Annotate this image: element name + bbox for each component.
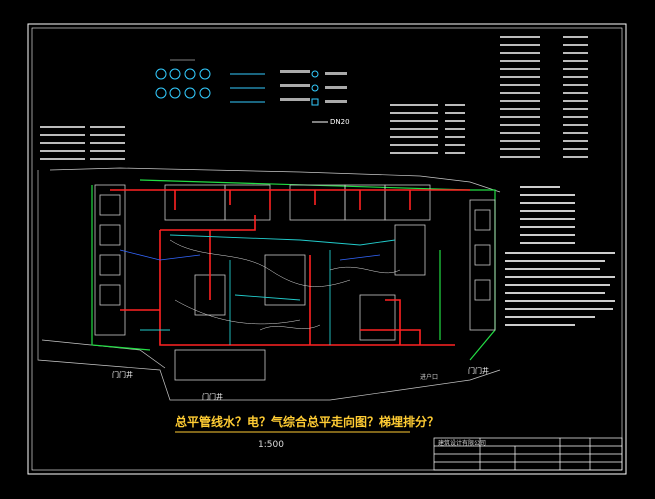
gate-label-1: 门门井 (112, 371, 133, 379)
red-water-pipes (110, 189, 470, 346)
title-block (433, 437, 623, 471)
buildings (94, 184, 496, 381)
fire-inlet-label: 进户口 (420, 374, 439, 381)
drawing-title: 总平管线水？电？气综合总平走向图？梯埋排分？ (175, 415, 440, 429)
notes-column-mid (390, 104, 465, 154)
dn-label: DN20 (330, 118, 350, 126)
gate-label-2: 门门井 (202, 393, 223, 401)
design-notes-list (505, 186, 615, 326)
drawing-frame (27, 23, 627, 475)
legend-symbols (155, 59, 347, 123)
green-pipeline (91, 179, 496, 361)
gate-label-3: 门门井 (468, 367, 489, 375)
cyan-pipes (140, 234, 396, 345)
site-boundary (37, 167, 501, 401)
notes-column-left (40, 126, 125, 160)
landscape-curves (169, 239, 401, 331)
blue-pipes (119, 249, 381, 261)
notes-column-right-top (500, 36, 588, 158)
title-block-company: 建筑设计有限公司 (438, 440, 487, 447)
drawing-scale: 1:500 (258, 440, 284, 450)
